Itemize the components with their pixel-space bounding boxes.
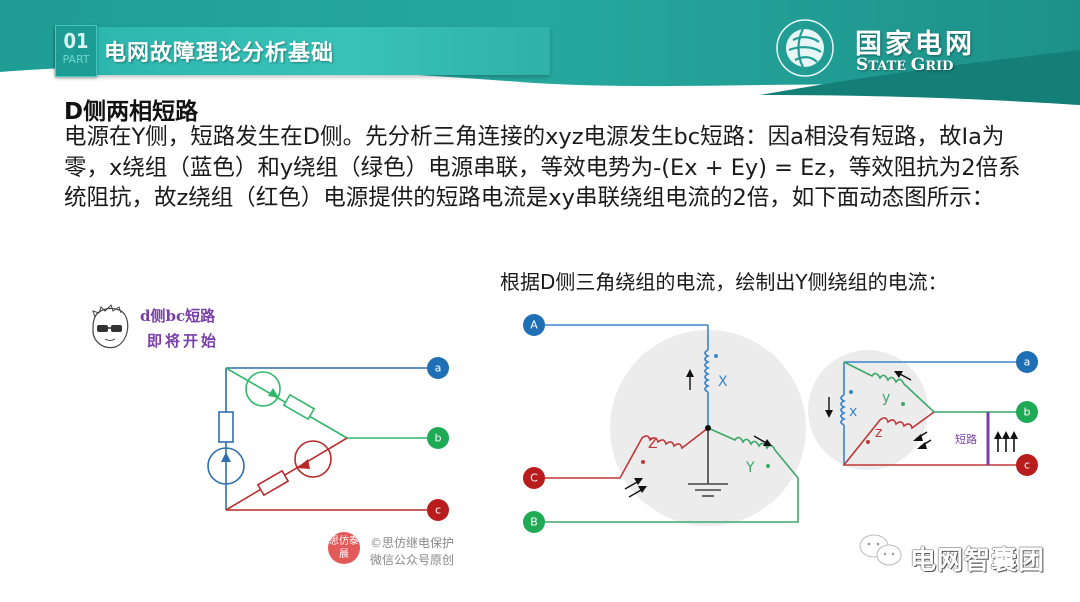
part-badge: 01 PART — [55, 25, 97, 77]
terminal-B-icon — [523, 511, 545, 533]
seal-stamp-icon: 思仿泰晨 — [328, 532, 360, 564]
cartoon-face-icon — [92, 304, 129, 349]
terminal-c-icon — [427, 499, 449, 521]
slide-heading: D侧两相短路 — [64, 99, 199, 125]
y-winding-diagram: X Y Z A B C — [523, 314, 806, 533]
terminal-a-label: a — [435, 362, 442, 375]
section-title-bar — [55, 27, 550, 75]
brand-name-cn: 国家电网 — [855, 29, 975, 60]
winding-y-lower-label: y — [882, 390, 890, 406]
winding-x-label: X — [718, 374, 728, 390]
terminal-c2-icon — [1016, 454, 1038, 476]
terminal-b-icon — [427, 427, 449, 449]
animation-title: d侧bc短路 — [140, 307, 216, 325]
brand-name-en: STATE GRID — [856, 55, 953, 75]
credit-line-2: 微信公众号原创 — [370, 553, 455, 567]
state-grid-logo-icon — [776, 19, 834, 77]
terminal-c-label: c — [435, 504, 441, 517]
winding-x-lower-label: x — [849, 404, 857, 420]
winding-y-label: Y — [745, 460, 755, 476]
animation-subtitle: 即将开始 — [147, 332, 220, 350]
slide-paragraph: 电源在Y侧，短路发生在D侧。先分析三角连接的xyz电源发生bc短路：因a相没有短… — [64, 124, 1021, 211]
terminal-C-label: C — [530, 472, 538, 485]
winding-z-label: Z — [648, 436, 658, 452]
short-current-arrows-icon — [994, 431, 1018, 452]
terminal-C-icon — [523, 467, 545, 489]
winding-z-lower-label: z — [875, 425, 882, 441]
left-delta-circuit: a b c — [207, 357, 449, 521]
short-circuit-label: 短路 — [955, 432, 977, 446]
brand-en-part: TATE — [868, 59, 911, 74]
brand-en-part: S — [856, 55, 869, 75]
terminal-a2-icon — [1016, 351, 1038, 373]
terminal-A-label: A — [530, 319, 538, 332]
terminal-B-label: B — [530, 516, 538, 529]
brand-en-part: G — [910, 55, 926, 75]
credit-line-1: ©思仿继电保护 — [370, 536, 455, 550]
terminal-a2-label: a — [1024, 356, 1031, 369]
d-winding-diagram: x y z 短路 a b c — [808, 350, 1038, 476]
wechat-icon — [859, 534, 902, 566]
part-label: PART — [62, 53, 90, 66]
figure-caption: 根据D侧三角绕组的电流，绘制出Y侧绕组的电流： — [500, 270, 948, 294]
section-title: 电网故障理论分析基础 — [104, 41, 335, 66]
terminal-b-label: b — [435, 432, 442, 445]
terminal-A-icon — [523, 314, 545, 336]
terminal-b2-label: b — [1024, 406, 1031, 419]
watermark-text: 电网智囊团 — [910, 546, 1046, 576]
brand-en-part: RID — [925, 59, 954, 74]
terminal-a-icon — [427, 357, 449, 379]
terminal-c2-label: c — [1024, 459, 1030, 472]
part-number: 01 — [63, 29, 89, 53]
terminal-b2-icon — [1016, 401, 1038, 423]
